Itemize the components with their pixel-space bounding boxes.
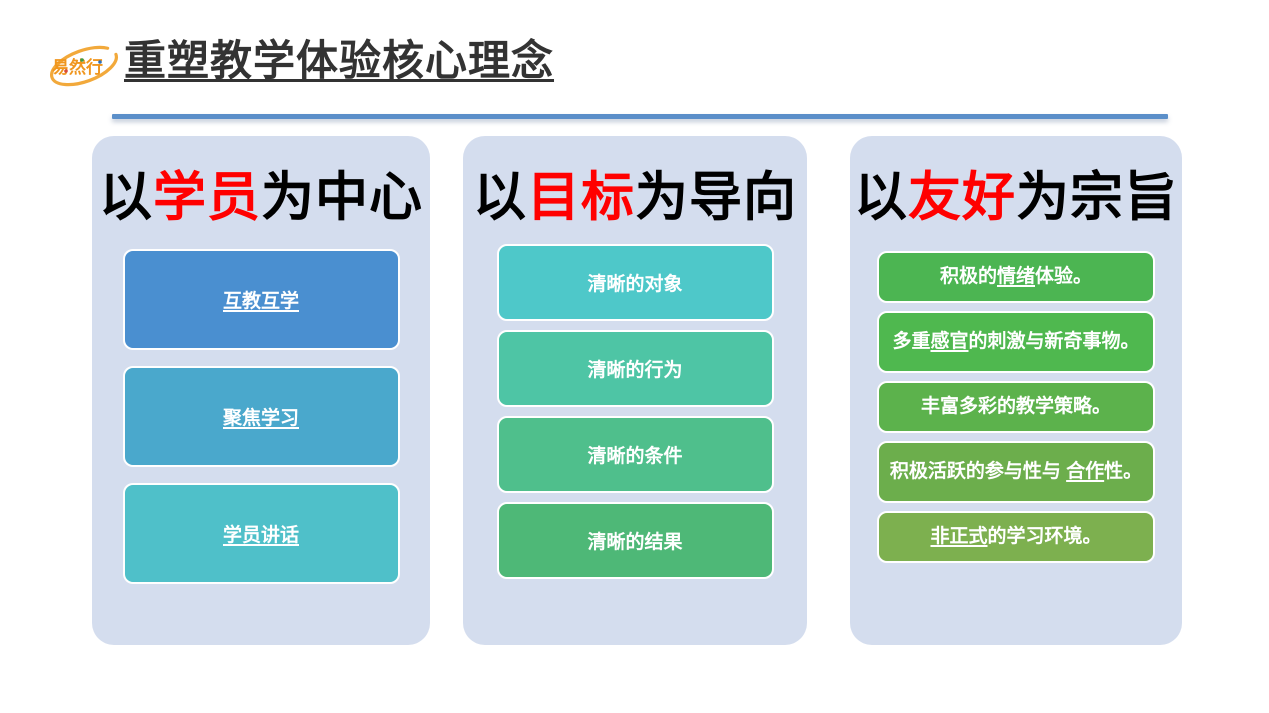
heading-prefix: 以 <box>473 168 527 227</box>
panel-heading-friendly-purpose: 以友好为宗旨 <box>854 168 1178 229</box>
heading-suffix: 为导向 <box>635 168 797 227</box>
chip-item[interactable]: 学员讲话 <box>122 482 400 584</box>
chip-text-pre: 多重 <box>892 331 931 353</box>
chip-item[interactable]: 互教互学 <box>122 248 400 350</box>
heading-suffix: 为宗旨 <box>1016 168 1178 227</box>
chip-text-post: 体验。 <box>1035 266 1093 288</box>
heading-highlight: 目标 <box>527 168 635 227</box>
panel-learner-centered: 以学员为中心 互教互学 聚焦学习 学员讲话 <box>92 136 430 645</box>
chip-text-pre: 丰富多彩的教学策略。 <box>920 396 1111 418</box>
heading-prefix: 以 <box>854 168 908 227</box>
chip-list-learner-centered: 互教互学 聚焦学习 学员讲话 <box>92 248 430 600</box>
chip-item[interactable]: 清晰的行为 <box>496 329 774 407</box>
chip-item[interactable]: 丰富多彩的教学策略。 <box>877 380 1155 433</box>
heading-suffix: 为中心 <box>261 168 423 227</box>
chip-text-post: 的刺激与新奇事物。 <box>968 331 1140 353</box>
chip-item[interactable]: 清晰的条件 <box>496 415 774 493</box>
panel-heading-learner-centered: 以学员为中心 <box>99 168 423 229</box>
chip-item[interactable]: 积极活跃的参与性与 合作性。 <box>877 440 1155 503</box>
chip-text-pre: 积极活跃的参与性与 <box>889 461 1067 483</box>
panel-friendly-purpose: 以友好为宗旨 积极的情绪体验。 多重感官的刺激与新奇事物。 丰富多彩的教学策略。… <box>850 136 1182 645</box>
chip-item[interactable]: 非正式的学习环境。 <box>877 510 1155 563</box>
chip-text-post: 性。 <box>1104 461 1143 483</box>
title-divider <box>112 114 1168 119</box>
chip-text-post: 的学习环境。 <box>987 526 1102 548</box>
chip-item[interactable]: 清晰的对象 <box>496 243 774 321</box>
slide-header: 易然行 重塑教学体验核心理念 <box>0 0 1269 120</box>
concept-columns: 以学员为中心 互教互学 聚焦学习 学员讲话 以目标为导向 清晰的对象 清晰的行为… <box>0 136 1269 648</box>
chip-item[interactable]: 聚焦学习 <box>122 365 400 467</box>
panel-goal-oriented: 以目标为导向 清晰的对象 清晰的行为 清晰的条件 清晰的结果 <box>463 136 807 645</box>
page-title: 重塑教学体验核心理念 <box>124 37 555 84</box>
chip-item[interactable]: 积极的情绪体验。 <box>877 250 1155 303</box>
panel-heading-goal-oriented: 以目标为导向 <box>473 168 797 229</box>
heading-highlight: 学员 <box>153 168 261 227</box>
heading-highlight: 友好 <box>908 168 1016 227</box>
chip-list-friendly-purpose: 积极的情绪体验。 多重感官的刺激与新奇事物。 丰富多彩的教学策略。 积极活跃的参… <box>850 250 1182 571</box>
svg-text:易然行: 易然行 <box>52 57 103 77</box>
heading-prefix: 以 <box>99 168 153 227</box>
chip-text-pre: 积极的 <box>939 266 997 288</box>
chip-text-underlined: 合作 <box>1066 461 1105 483</box>
chip-text-underlined: 情绪 <box>996 266 1035 288</box>
chip-list-goal-oriented: 清晰的对象 清晰的行为 清晰的条件 清晰的结果 <box>463 243 807 588</box>
orbit-swoosh-logo-icon: 易然行 <box>42 38 126 94</box>
chip-item[interactable]: 清晰的结果 <box>496 501 774 579</box>
chip-text-underlined: 感官 <box>930 331 969 353</box>
chip-text-underlined: 非正式 <box>930 526 988 548</box>
chip-item[interactable]: 多重感官的刺激与新奇事物。 <box>877 310 1155 373</box>
